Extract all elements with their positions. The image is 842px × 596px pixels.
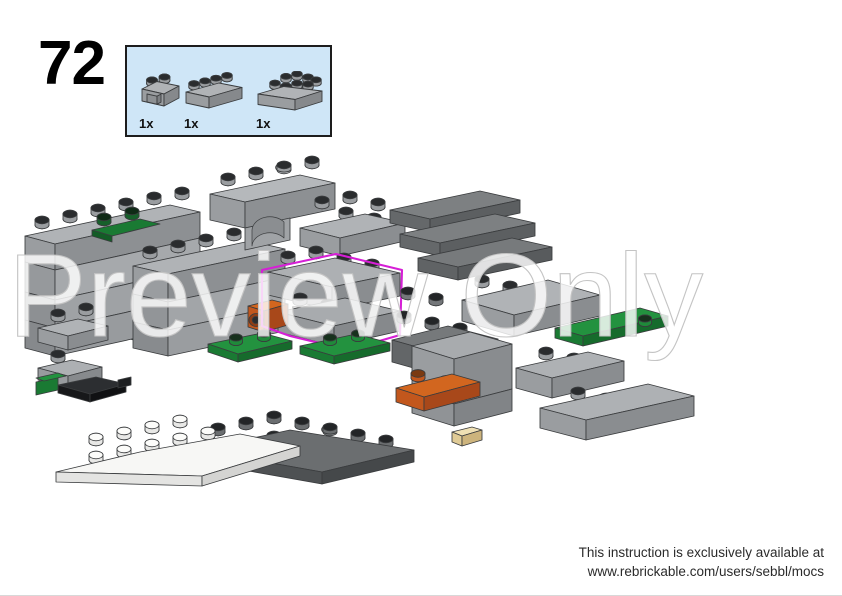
model-illustration: [0, 150, 842, 540]
footer-line-2: www.rebrickable.com/users/sebbl/mocs: [587, 564, 824, 579]
brick-1x2-with-side-detail-icon: [137, 71, 185, 117]
footer-attribution: This instruction is exclusively availabl…: [579, 543, 824, 581]
black-wedge-plate: [57, 376, 132, 403]
part-item-brick-1x2-with-side-detail: 1x: [137, 71, 185, 131]
part-item-brick-1x4: 1x: [182, 71, 248, 131]
part-item-brick-2x4: 1x: [254, 70, 328, 131]
orange-plate: [395, 369, 481, 412]
center-tower: [209, 155, 336, 251]
green-plate-left-bottom: [35, 372, 67, 396]
parts-callout-box: 1x: [125, 45, 332, 137]
footer-line-1: This instruction is exclusively availabl…: [578, 545, 824, 560]
center-left-block: [132, 222, 286, 357]
green-wedge-mid: [207, 329, 391, 365]
part-count-label: 1x: [184, 116, 199, 131]
brick-1x4-icon: [182, 71, 248, 117]
new-parts-group: [247, 245, 404, 352]
white-wing-plate: [55, 414, 301, 487]
top-middle-platform: [299, 190, 406, 257]
dark-gray-upper-bars: [389, 190, 553, 281]
part-count-label: 1x: [256, 116, 271, 131]
brick-2x4-icon: [254, 70, 328, 117]
left-front-ledge: [37, 302, 109, 389]
tan-piece: [451, 426, 483, 447]
green-pieces-top-left: [91, 206, 161, 243]
part-count-label: 1x: [139, 116, 154, 131]
step-number: 72: [38, 29, 106, 98]
brick-with-side-stud: [247, 299, 289, 333]
